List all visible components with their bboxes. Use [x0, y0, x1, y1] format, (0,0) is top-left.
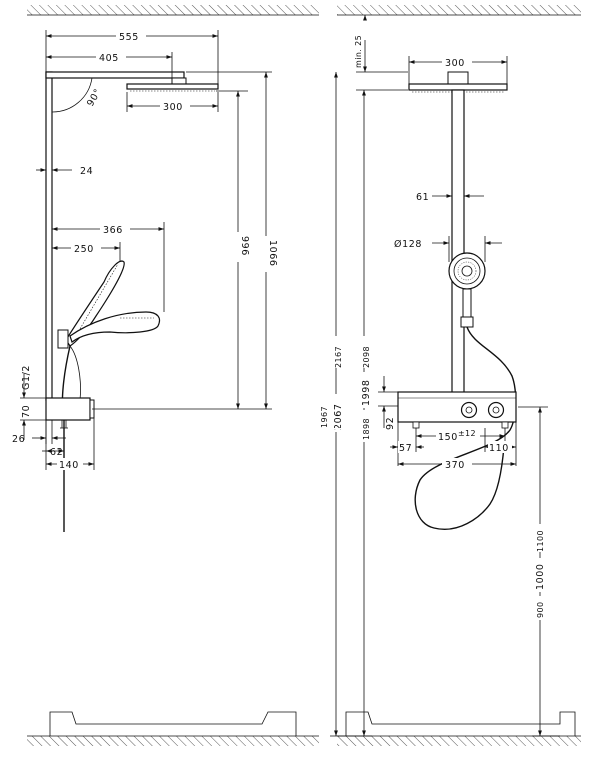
dim-370: 370	[445, 460, 465, 471]
dim-1998: 1998	[361, 379, 372, 406]
hand-shower-alt-position	[69, 311, 161, 343]
dim-250: 250	[74, 244, 94, 255]
dim-1967: 1967	[320, 406, 329, 428]
dim-2067: 2067	[333, 403, 344, 430]
dim-62: 62	[50, 447, 63, 458]
thermostat-side	[45, 397, 95, 429]
overhead-shower-head	[126, 77, 219, 92]
dim-92: 92	[385, 417, 396, 430]
front-view: min. 25 300 61 Ø128 2167 2067 1967 2098 …	[320, 15, 560, 737]
dim-g12: G1/2	[21, 365, 32, 390]
shower-arm	[45, 71, 185, 79]
floor-left	[27, 711, 319, 746]
dim-300-front: 300	[445, 58, 465, 69]
ceiling-right	[337, 5, 581, 16]
dim-140: 140	[59, 460, 79, 471]
hand-shower-front	[448, 252, 486, 328]
angle-arc	[51, 77, 93, 113]
dim-366: 366	[103, 225, 123, 236]
dim-24: 24	[80, 166, 93, 177]
dim-61: 61	[416, 192, 429, 203]
dim-110: 110	[489, 443, 509, 454]
shower-hose	[414, 326, 517, 530]
dim-1000: 1000	[535, 563, 546, 590]
dim-1898: 1898	[362, 418, 371, 440]
dim-900: 900	[536, 602, 545, 618]
dim-405: 405	[99, 53, 119, 64]
dim-150: 150±12	[438, 429, 476, 443]
dim-26: 26	[12, 434, 25, 445]
hand-shower-holder	[57, 329, 69, 349]
floor-right	[337, 711, 581, 746]
dim-996: 996	[239, 236, 250, 256]
dim-555: 555	[119, 32, 139, 43]
flow-knob	[487, 401, 505, 419]
side-view: 90° 555 40	[12, 30, 278, 532]
dim-1100: 1100	[536, 530, 545, 552]
dim-1066: 1066	[267, 240, 278, 267]
ceiling-left	[27, 5, 319, 16]
dim-150-tolerance: ±12	[458, 429, 476, 438]
thermostat-front	[397, 391, 517, 429]
dim-2098: 2098	[362, 346, 371, 368]
dim-57: 57	[399, 443, 412, 454]
dim-min-25: min. 25	[354, 35, 363, 68]
hand-shower	[61, 260, 125, 532]
shower-column-front	[451, 89, 465, 397]
dim-300-side: 300	[163, 102, 183, 113]
temperature-knob	[460, 401, 478, 419]
overhead-shower-front	[408, 71, 508, 93]
shower-column	[45, 71, 53, 401]
dim-70: 70	[21, 405, 32, 418]
dim-150-value: 150	[438, 432, 458, 443]
dim-dia-128: Ø128	[394, 239, 422, 250]
dim-2167: 2167	[334, 346, 343, 368]
